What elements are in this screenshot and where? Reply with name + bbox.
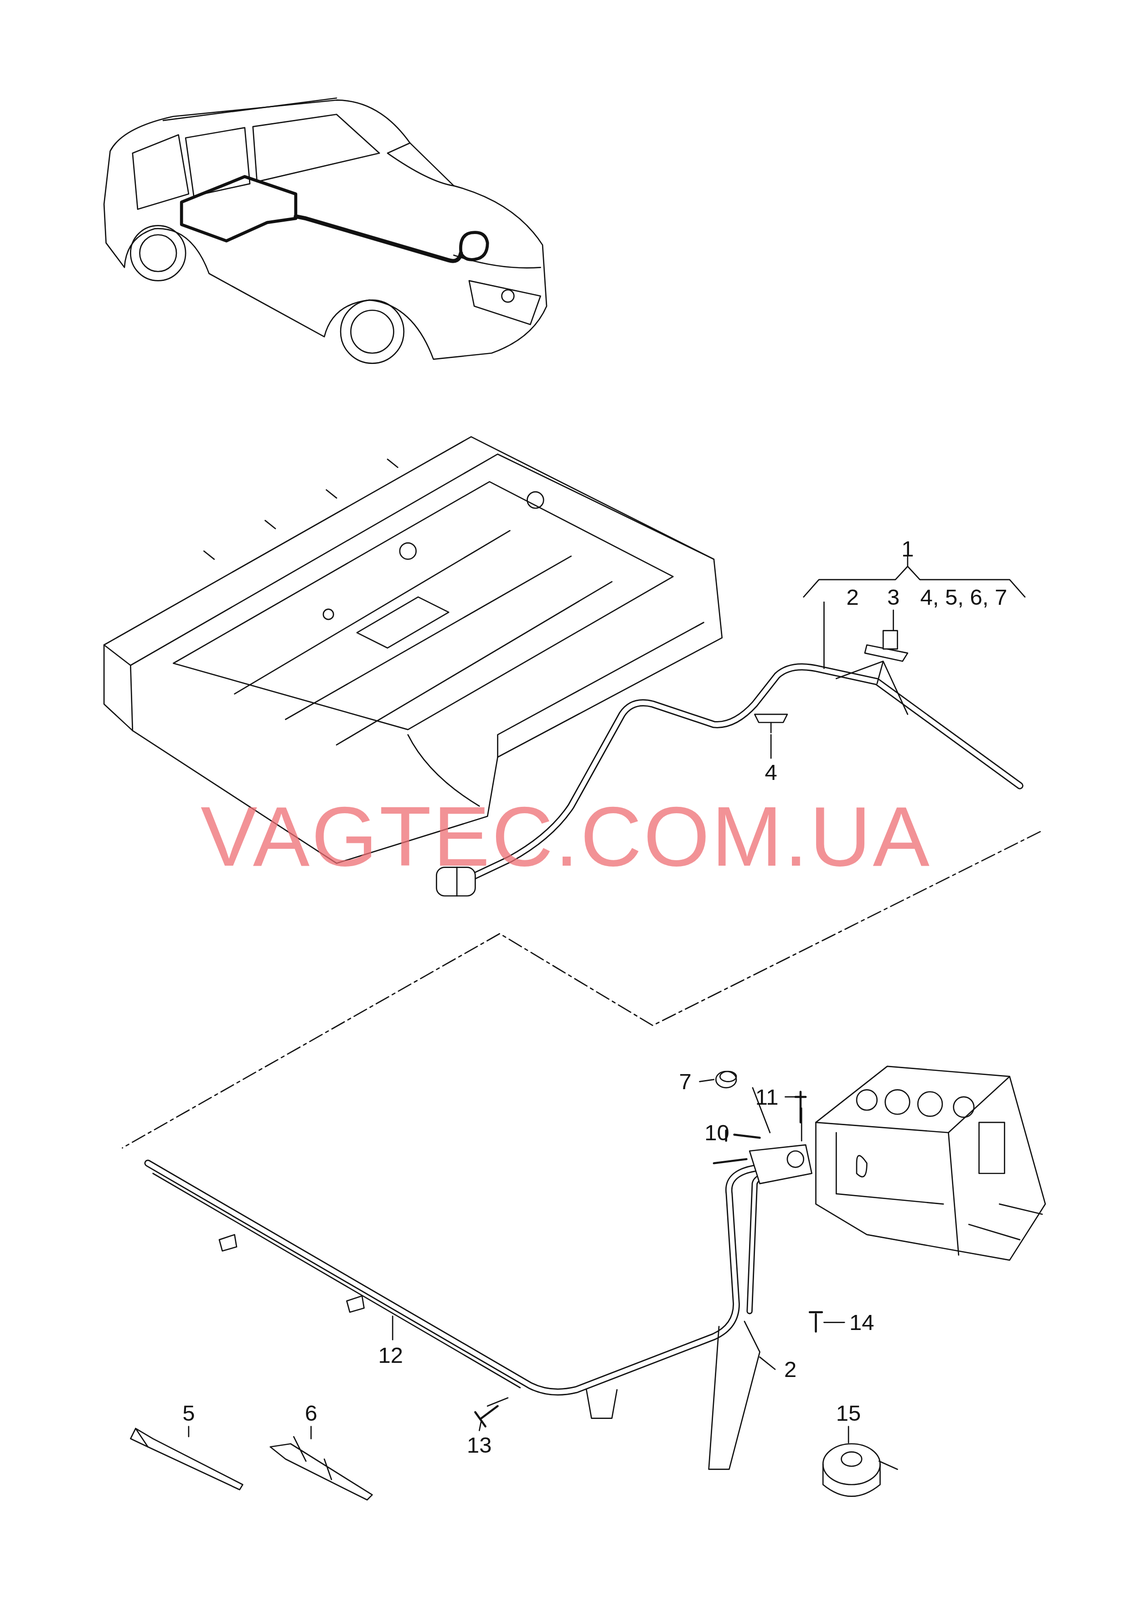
callout-number: 10 bbox=[704, 1121, 730, 1144]
callout-number: 7 bbox=[679, 1069, 692, 1093]
hv-cable-lower bbox=[147, 1144, 812, 1469]
small-parts bbox=[130, 1070, 898, 1500]
callout-number: 15 bbox=[836, 1401, 862, 1424]
watermark: VAGTEC.COM.UA bbox=[200, 793, 932, 879]
callout-number: 3 bbox=[887, 585, 900, 608]
callout-number: 11 bbox=[755, 1085, 779, 1108]
callout-number: 4, 5, 6, 7 bbox=[920, 585, 1008, 608]
callout-number: 12 bbox=[377, 1343, 404, 1366]
callout-number: 5 bbox=[182, 1401, 195, 1424]
leader-lines bbox=[188, 1079, 1041, 1443]
callout-number: 14 bbox=[849, 1310, 875, 1334]
power-electronics-unit bbox=[816, 1065, 1046, 1260]
callout-number: 1 bbox=[901, 537, 914, 560]
leader-line bbox=[770, 734, 772, 758]
car-overview bbox=[103, 98, 547, 364]
callout-number: 4 bbox=[764, 760, 777, 784]
callout-number: 13 bbox=[466, 1432, 492, 1456]
leader-line bbox=[892, 609, 895, 631]
callout-number: 2 bbox=[784, 1357, 797, 1380]
callout-number: 2 bbox=[846, 585, 859, 608]
callout-number: 6 bbox=[304, 1401, 318, 1424]
